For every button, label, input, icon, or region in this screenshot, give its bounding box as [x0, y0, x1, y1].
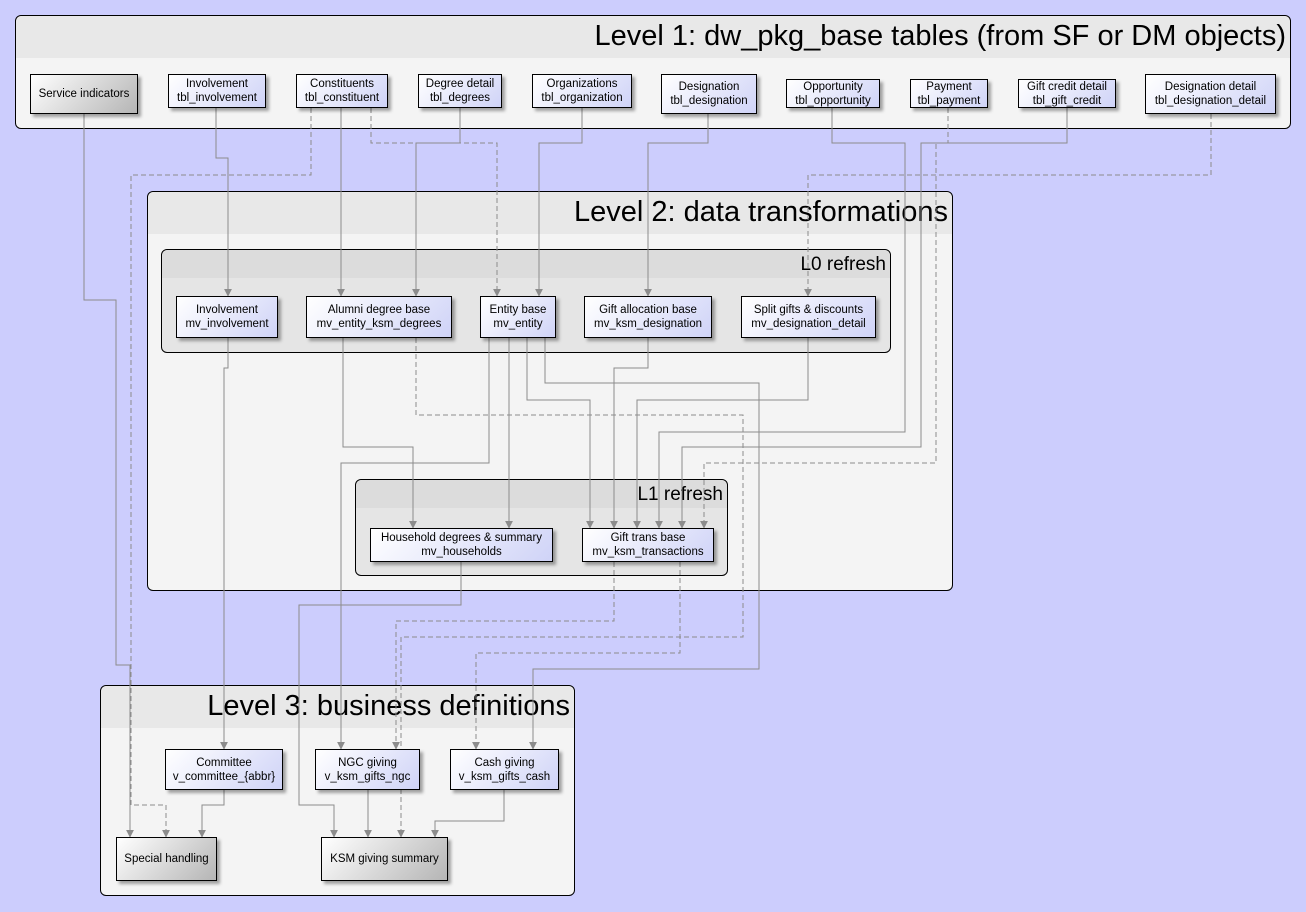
node-sublabel: v_ksm_gifts_cash [458, 770, 551, 783]
node-label: Household degrees & summary [380, 532, 543, 544]
node-mv-ksm-transactions[interactable]: Gift trans base mv_ksm_transactions [582, 528, 714, 562]
node-label: KSM giving summary [330, 853, 439, 865]
node-label: Involvement [195, 304, 258, 316]
node-tbl-degrees[interactable]: Degree detail tbl_degrees [418, 74, 502, 108]
node-label: Gift trans base [610, 532, 686, 544]
node-mv-households[interactable]: Household degrees & summary mv_household… [370, 528, 553, 562]
node-tbl-gift-credit[interactable]: Gift credit detail tbl_gift_credit [1018, 79, 1116, 108]
node-tbl-payment[interactable]: Payment tbl_payment [910, 79, 988, 108]
level1-cluster: Level 1: dw_pkg_base tables (from SF or … [15, 15, 1291, 129]
node-sublabel: tbl_designation_detail [1154, 95, 1267, 107]
node-sublabel: mv_designation_detail [751, 318, 866, 330]
node-label: Involvement [185, 78, 248, 90]
node-sublabel: tbl_designation [670, 95, 748, 107]
node-label: Opportunity [803, 80, 863, 93]
node-sublabel: v_committee_{abbr} [172, 770, 276, 783]
node-mv-entity[interactable]: Entity base mv_entity [480, 296, 556, 338]
node-sublabel: mv_entity [493, 318, 543, 330]
node-sublabel: tbl_constituent [304, 92, 380, 104]
node-tbl-organization[interactable]: Organizations tbl_organization [532, 74, 632, 108]
node-sublabel: mv_involvement [185, 318, 269, 330]
node-label: Gift allocation base [599, 304, 697, 316]
node-label: Service indicators [38, 88, 130, 100]
node-special-handling[interactable]: Special handling [116, 837, 217, 881]
node-label: NGC giving [338, 756, 397, 769]
node-sublabel: mv_entity_ksm_degrees [316, 318, 442, 330]
node-mv-involvement[interactable]: Involvement mv_involvement [176, 296, 278, 338]
node-sublabel: tbl_involvement [177, 92, 257, 104]
node-sublabel: tbl_organization [541, 92, 623, 104]
node-tbl-designation[interactable]: Designation tbl_designation [661, 74, 757, 114]
node-sublabel: v_ksm_gifts_ngc [324, 770, 411, 783]
node-tbl-opportunity[interactable]: Opportunity tbl_opportunity [786, 79, 880, 108]
node-label: Special handling [124, 853, 209, 865]
l0-refresh-title: L0 refresh [800, 254, 886, 275]
node-v-ksm-gifts-ngc[interactable]: NGC giving v_ksm_gifts_ngc [315, 749, 420, 790]
node-tbl-constituent[interactable]: Constituents tbl_constituent [296, 74, 388, 108]
node-label: Entity base [489, 304, 547, 316]
node-label: Payment [926, 80, 972, 93]
node-sublabel: tbl_gift_credit [1032, 94, 1102, 107]
node-label: Split gifts & discounts [753, 304, 864, 316]
node-sublabel: mv_households [421, 546, 502, 558]
level2-title: Level 2: data transformations [574, 196, 948, 228]
node-label: Organizations [546, 78, 618, 90]
node-label: Designation [678, 81, 740, 93]
node-label: Degree detail [425, 78, 495, 90]
node-v-committee[interactable]: Committee v_committee_{abbr} [165, 749, 283, 790]
node-sublabel: tbl_payment [917, 94, 981, 107]
node-sublabel: tbl_opportunity [795, 94, 871, 107]
node-sublabel: tbl_degrees [429, 92, 491, 104]
l1-refresh-title: L1 refresh [637, 484, 723, 505]
node-label: Constituents [310, 78, 374, 90]
node-mv-entity-ksm-degrees[interactable]: Alumni degree base mv_entity_ksm_degrees [306, 296, 452, 338]
node-service-indicators[interactable]: Service indicators [30, 74, 138, 114]
node-label: Cash giving [474, 756, 535, 769]
node-label: Committee [196, 756, 252, 769]
node-label: Alumni degree base [327, 304, 431, 316]
node-ksm-giving-summary[interactable]: KSM giving summary [321, 837, 448, 881]
node-mv-designation-detail[interactable]: Split gifts & discounts mv_designation_d… [741, 296, 876, 338]
node-v-ksm-gifts-cash[interactable]: Cash giving v_ksm_gifts_cash [450, 749, 559, 790]
node-label: Designation detail [1164, 81, 1257, 93]
node-sublabel: mv_ksm_transactions [592, 546, 704, 558]
node-sublabel: mv_ksm_designation [593, 318, 703, 330]
node-label: Gift credit detail [1027, 80, 1107, 93]
level3-title: Level 3: business definitions [207, 690, 570, 722]
node-tbl-involvement[interactable]: Involvement tbl_involvement [168, 74, 266, 108]
node-tbl-designation-detail[interactable]: Designation detail tbl_designation_detai… [1145, 74, 1276, 114]
node-mv-ksm-designation[interactable]: Gift allocation base mv_ksm_designation [584, 296, 712, 338]
level1-title: Level 1: dw_pkg_base tables (from SF or … [594, 20, 1286, 52]
